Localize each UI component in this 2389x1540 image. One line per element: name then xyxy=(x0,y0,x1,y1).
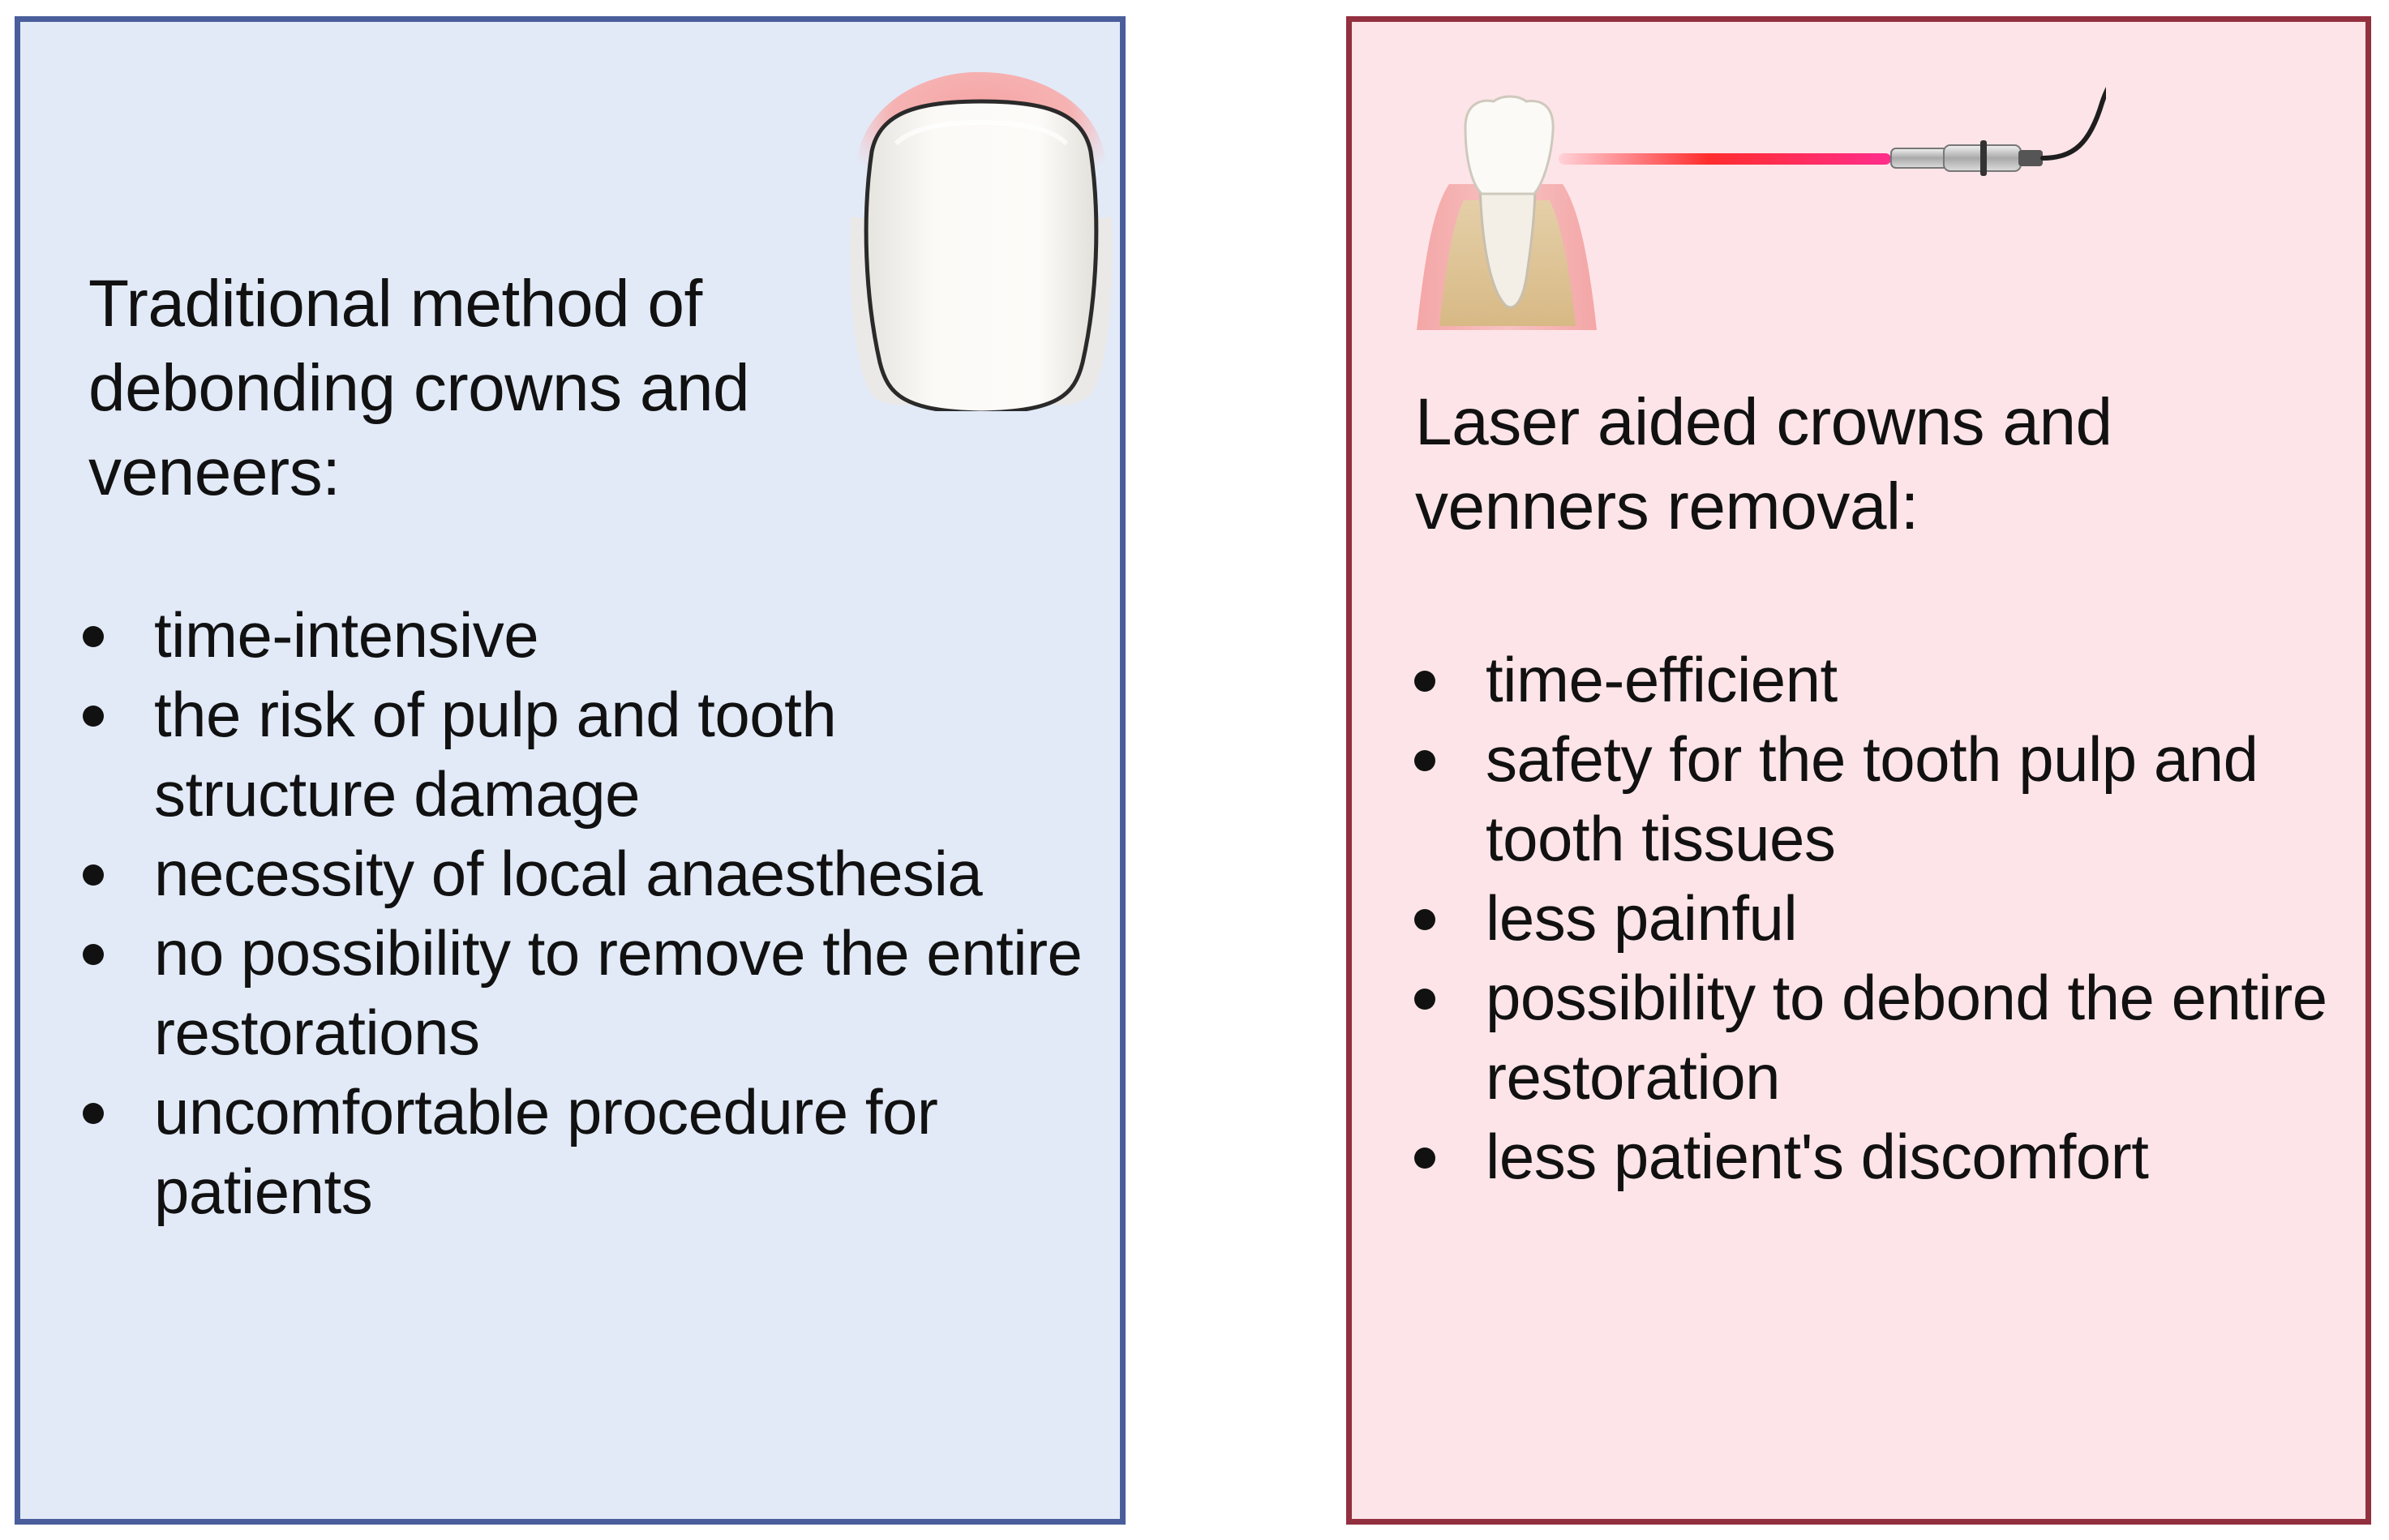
list-item: time-intensive xyxy=(83,595,1087,675)
laser-method-panel: Laser aided crowns and venners removal: … xyxy=(1346,16,2371,1525)
list-item: time-efficient xyxy=(1414,640,2361,719)
list-item: necessity of local anaesthesia xyxy=(83,834,1087,913)
list-item: the risk of pulp and tooth structure dam… xyxy=(83,675,1087,834)
list-item: no possibility to remove the entire rest… xyxy=(83,913,1087,1072)
list-item: safety for the tooth pulp and tooth tiss… xyxy=(1414,719,2361,878)
list-item: less patient's discomfort xyxy=(1414,1117,2361,1196)
list-item: possibility to debond the entire restora… xyxy=(1414,958,2361,1117)
veneer-tooth-icon xyxy=(850,71,1113,411)
laser-method-list: time-efficient safety for the tooth pulp… xyxy=(1414,640,2361,1196)
traditional-method-heading: Traditional method of debonding crowns a… xyxy=(88,267,750,509)
list-item: uncomfortable procedure for patients xyxy=(83,1072,1087,1231)
laser-method-heading: Laser aided crowns and venners removal: xyxy=(1415,385,2112,543)
laser-tooth-icon xyxy=(1417,86,2106,330)
traditional-method-list: time-intensive the risk of pulp and toot… xyxy=(83,595,1087,1231)
list-item: less painful xyxy=(1414,878,2361,958)
traditional-method-panel: Traditional method of debonding crowns a… xyxy=(15,16,1126,1525)
